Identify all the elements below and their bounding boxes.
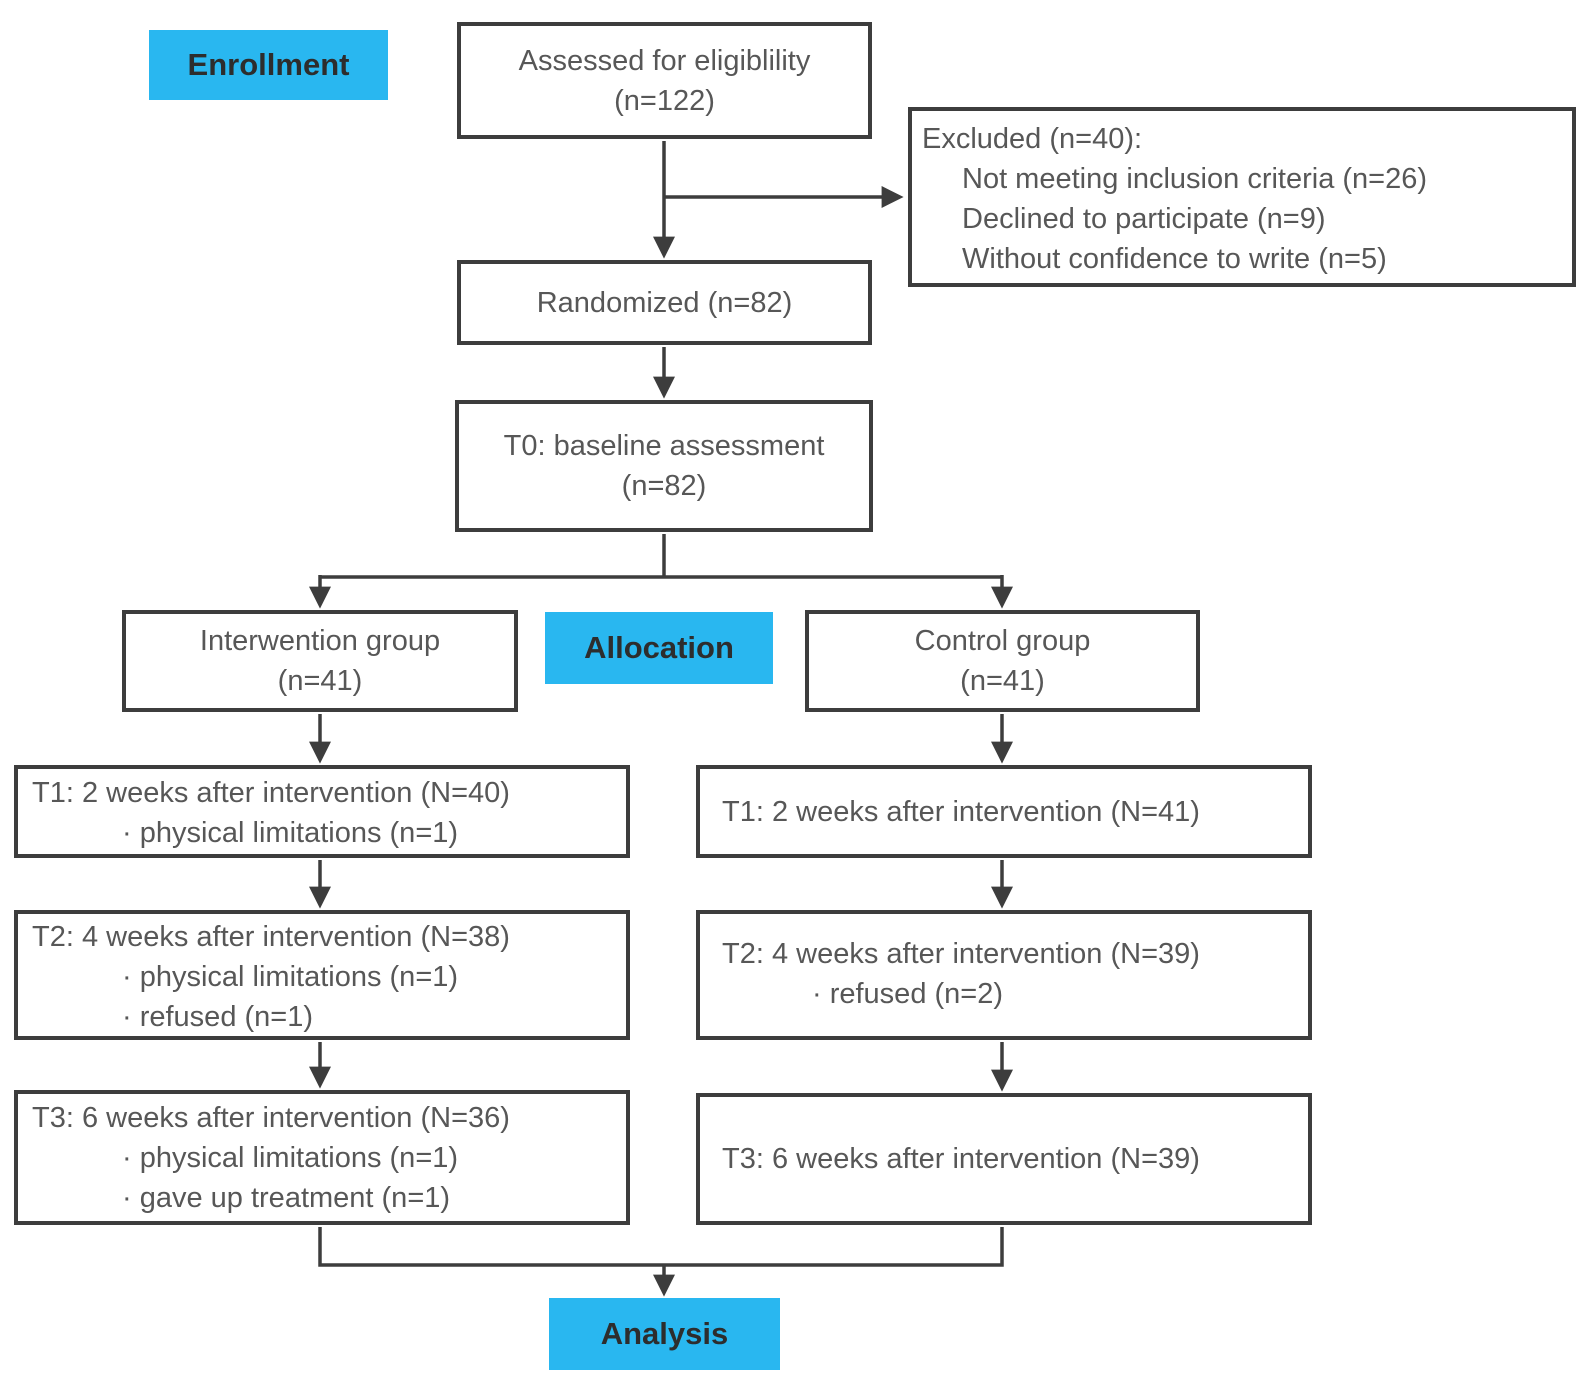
allocation-stage-label: Allocation (545, 612, 773, 684)
t3-control-line1: T3: 6 weeks after intervention (N=39) (722, 1143, 1200, 1175)
enrollment-label-text: Enrollment (187, 47, 350, 82)
randomized-node: Randomized (n=82) (457, 260, 872, 345)
excluded-node: Excluded (n=40): Not meeting inclusion c… (908, 107, 1576, 287)
intervention-group-line2: (n=41) (277, 665, 363, 697)
analysis-stage-label: Analysis (549, 1298, 780, 1370)
t3-intervention-bullet: · gave up treatment (n=1) (122, 1182, 451, 1214)
t0-baseline-node: T0: baseline assessment (n=82) (455, 400, 873, 532)
t1-intervention-node: T1: 2 weeks after intervention (N=40) · … (14, 765, 630, 858)
t2-control-node: T2: 4 weeks after intervention (N=39) · … (696, 910, 1312, 1040)
edge-merge-bar (318, 1227, 1004, 1267)
t1-control-line1: T1: 2 weeks after intervention (N=41) (722, 795, 1200, 828)
assessed-line2: (n=122) (614, 84, 715, 117)
t0-line1: T0: baseline assessment (503, 430, 825, 462)
t2-intervention-bullet: · physical limitations (n=1) (122, 961, 459, 993)
intervention-group-line1: Interwention group (199, 625, 441, 657)
analysis-label-text: Analysis (600, 1316, 729, 1351)
t1-intervention-bullet: · physical limitations (n=1) (122, 817, 459, 849)
control-group-line2: (n=41) (960, 665, 1045, 697)
randomized-line1: Randomized (n=82) (536, 286, 793, 319)
t2-control-bullet: · refused (n=2) (812, 978, 1004, 1010)
t3-intervention-bullet: · physical limitations (n=1) (122, 1142, 459, 1174)
excluded-item: Without confidence to write (n=5) (962, 243, 1387, 275)
assessed-line1: Assessed for eligiblility (518, 44, 811, 77)
excluded-title: Excluded (n=40): (922, 123, 1143, 155)
t2-intervention-line1: T2: 4 weeks after intervention (N=38) (32, 921, 510, 953)
allocation-label-text: Allocation (584, 630, 734, 665)
intervention-group-node: Interwention group (n=41) (122, 610, 518, 712)
t0-line2: (n=82) (621, 470, 707, 502)
t1-control-node: T1: 2 weeks after intervention (N=41) (696, 765, 1312, 858)
excluded-item: Declined to participate (n=9) (962, 203, 1326, 235)
t2-control-line1: T2: 4 weeks after intervention (N=39) (722, 938, 1200, 970)
t3-intervention-node: T3: 6 weeks after intervention (N=36) · … (14, 1090, 630, 1225)
assessed-node: Assessed for eligiblility (n=122) (457, 22, 872, 139)
control-group-line1: Control group (914, 625, 1091, 657)
t2-intervention-bullet: · refused (n=1) (122, 1001, 314, 1033)
t2-intervention-node: T2: 4 weeks after intervention (N=38) · … (14, 910, 630, 1040)
t3-intervention-line1: T3: 6 weeks after intervention (N=36) (32, 1102, 510, 1134)
excluded-item: Not meeting inclusion criteria (n=26) (962, 163, 1428, 195)
t3-control-node: T3: 6 weeks after intervention (N=39) (696, 1093, 1312, 1225)
control-group-node: Control group (n=41) (805, 610, 1200, 712)
t1-intervention-line1: T1: 2 weeks after intervention (N=40) (32, 777, 510, 809)
enrollment-stage-label: Enrollment (149, 30, 388, 100)
